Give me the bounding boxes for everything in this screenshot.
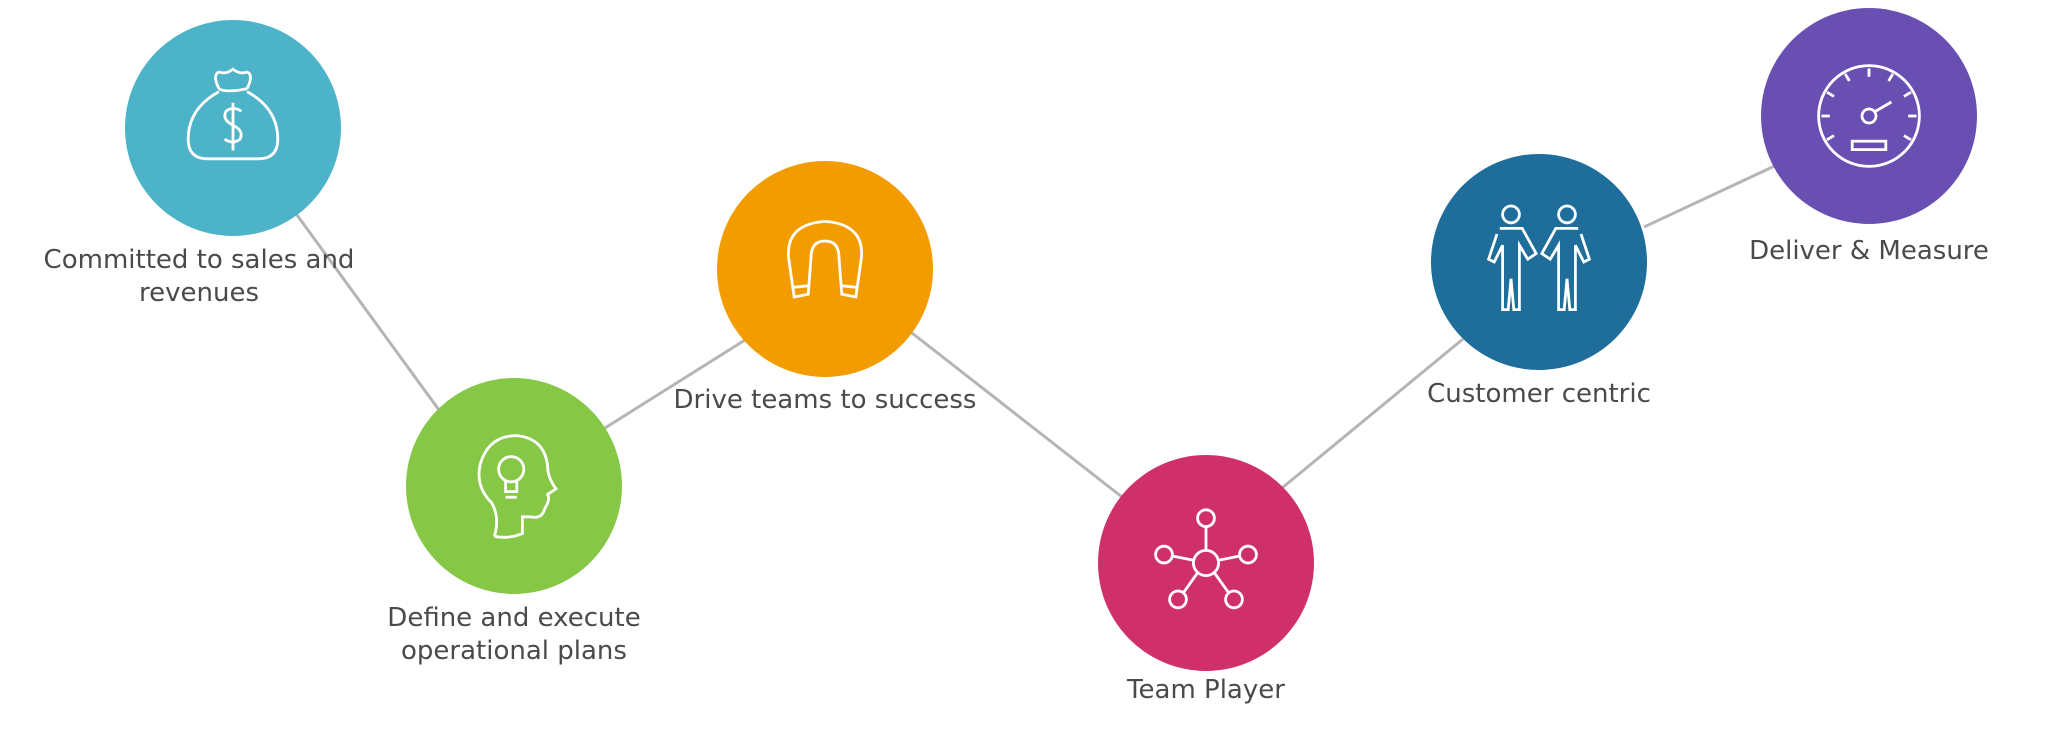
step-deliver-measure-circle [1761, 8, 1977, 224]
step-plans-label: Define and execute operational plans [387, 602, 640, 668]
step-customer-centric-circle [1431, 154, 1647, 370]
label-line: Customer centric [1427, 379, 1651, 409]
speedometer-icon [1817, 64, 1921, 168]
handshake-people-icon [1486, 204, 1592, 311]
step-team-player-circle [1098, 455, 1314, 671]
step-sales-circle [125, 20, 341, 236]
connector-2-3 [604, 338, 746, 430]
step-deliver-measure-label: Deliver & Measure [1749, 235, 1989, 268]
connector-1-2 [295, 214, 441, 411]
step-drive-teams-label: Drive teams to success [674, 384, 977, 417]
step-drive-teams-circle [717, 161, 933, 377]
label-line: Define and execute [387, 603, 641, 633]
label-line: Committed to sales and [43, 245, 355, 275]
label-line: operational plans [401, 636, 627, 666]
network-icon [1154, 508, 1258, 610]
label-line: Deliver & Measure [1749, 236, 1989, 266]
label-line: revenues [138, 278, 259, 308]
label-line: Drive teams to success [673, 385, 977, 415]
head-lightbulb-icon [477, 434, 559, 539]
connector-4-5 [1281, 337, 1464, 490]
step-plans-circle [406, 378, 622, 594]
money-bag-icon [186, 67, 280, 161]
label-line: Team Player [1127, 675, 1285, 705]
step-team-player-label: Team Player [1127, 674, 1285, 707]
magnet-icon [787, 219, 863, 299]
step-customer-centric-label: Customer centric [1427, 378, 1651, 411]
step-sales-label: Committed to sales and revenues [44, 244, 355, 310]
connector-5-6 [1643, 161, 1782, 229]
connector-3-4 [911, 331, 1123, 499]
